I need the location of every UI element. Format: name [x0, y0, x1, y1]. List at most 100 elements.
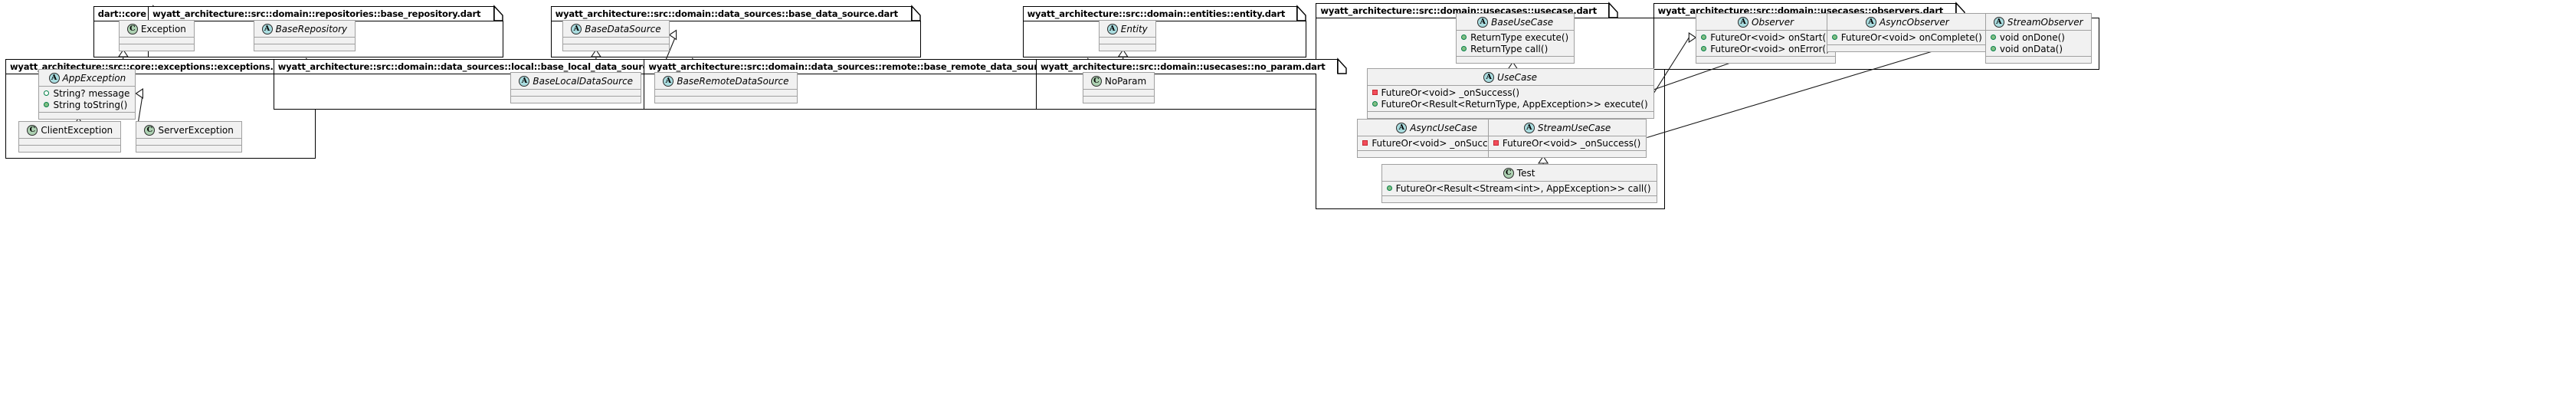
class-members	[1100, 38, 1155, 44]
class-name: AsyncUseCase	[1410, 122, 1477, 133]
package-tab: dart::core	[93, 6, 154, 21]
class-member: ReturnType execute()	[1457, 31, 1574, 43]
class-name: BaseRepository	[275, 23, 348, 34]
compartment-divider	[1457, 30, 1575, 31]
class-member: FutureOr<void> onError()	[1696, 43, 1835, 54]
public-visibility-icon	[1372, 101, 1378, 107]
class-member: String toString()	[39, 99, 135, 110]
package-title: dart::core	[97, 8, 146, 19]
class-members	[511, 90, 641, 96]
package-title: wyatt_architecture::src::domain::usecase…	[1657, 5, 1944, 16]
public-visibility-icon	[1990, 34, 1996, 40]
compartment-divider	[1083, 89, 1155, 90]
compartment-divider	[1358, 150, 1516, 151]
private-visibility-icon	[1362, 140, 1368, 146]
abstract-class-icon: A	[1396, 122, 1408, 133]
public-visibility-icon	[1461, 34, 1467, 40]
package-fold-icon	[1337, 57, 1347, 74]
member-signature: FutureOr<Result<ReturnType, AppException…	[1381, 98, 1648, 110]
compartment-divider	[511, 89, 641, 90]
class-members	[511, 97, 641, 103]
class-members	[254, 38, 356, 44]
abstract-class-icon: A	[1738, 16, 1748, 28]
compartment-divider	[1488, 150, 1647, 151]
class-member: void onDone()	[1986, 31, 2091, 43]
member-signature: String? message	[53, 87, 130, 99]
class-members	[19, 146, 120, 152]
package-title: wyatt_architecture::src::domain::data_so…	[555, 8, 899, 19]
abstract-class-icon: A	[1477, 16, 1489, 28]
abstract-class-icon: A	[663, 75, 674, 87]
abstract-class-icon: A	[519, 75, 530, 87]
public-visibility-icon	[1701, 34, 1707, 40]
class-member: void onData()	[1986, 43, 2091, 54]
class-members	[1083, 90, 1154, 96]
class-name: Test	[1516, 167, 1535, 179]
class-members	[1368, 112, 1653, 118]
class-members	[1696, 57, 1835, 63]
class-icon: C	[1090, 75, 1102, 87]
compartment-divider	[1696, 30, 1835, 31]
compartment-divider	[136, 138, 241, 139]
package-fold-icon	[1608, 2, 1618, 18]
package-tab: wyatt_architecture::src::domain::data_so…	[550, 6, 913, 21]
class-members	[136, 139, 241, 145]
public-visibility-icon	[1461, 46, 1467, 51]
class-member: FutureOr<void> _onSuccess()	[1489, 137, 1647, 149]
class-icon: C	[1503, 167, 1514, 179]
class-members	[1827, 45, 1988, 51]
class-members	[563, 44, 668, 51]
public-visibility-icon	[1386, 185, 1392, 191]
package-title: wyatt_architecture::src::domain::usecase…	[1320, 5, 1598, 16]
compartment-divider	[655, 96, 797, 97]
compartment-divider	[1457, 56, 1575, 57]
member-signature: FutureOr<void> _onSuccess()	[1381, 87, 1520, 98]
abstract-class-icon: A	[571, 23, 582, 34]
class-members	[120, 38, 194, 44]
abstract-class-icon: A	[1523, 122, 1535, 133]
abstract-class-icon: A	[261, 23, 273, 34]
compartment-divider	[1367, 111, 1653, 112]
class-member: FutureOr<Result<Stream<int>, AppExceptio…	[1382, 182, 1657, 194]
class-members	[655, 97, 796, 103]
class-members: void onDone()void onData()	[1986, 31, 2091, 56]
public-visibility-icon	[1831, 34, 1837, 40]
class-member: FutureOr<void> _onSuccess()	[1358, 137, 1516, 149]
package-fold-icon	[911, 5, 921, 21]
class-members	[136, 146, 241, 152]
class-members	[254, 44, 356, 51]
class-name: BaseDataSource	[585, 23, 661, 34]
class-member: FutureOr<Result<ReturnType, AppException…	[1368, 98, 1653, 110]
